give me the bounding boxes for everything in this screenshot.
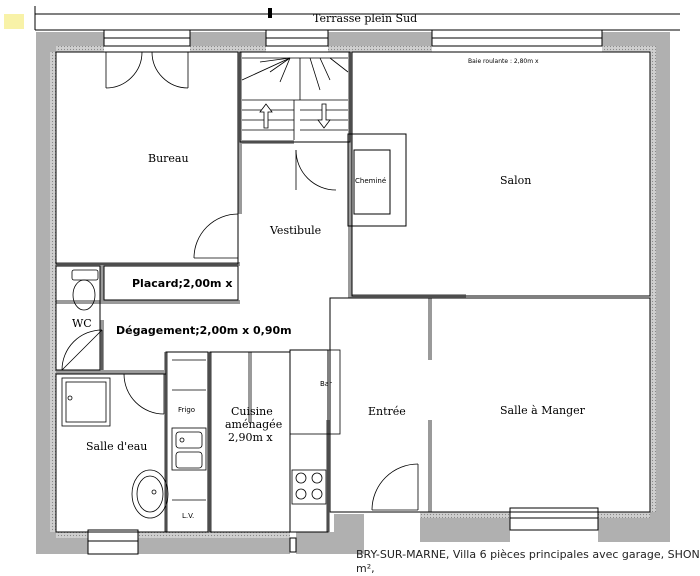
room-label-entree: Entrée <box>368 405 406 418</box>
room-label-bar: Bar <box>320 380 332 388</box>
interior-walls <box>56 52 466 532</box>
room-label-bureau: Bureau <box>148 152 189 165</box>
terrace-label: Terrasse plein Sud <box>313 12 418 25</box>
doors <box>61 51 419 511</box>
room-label-vestibule: Vestibule <box>270 224 322 237</box>
highlight-marker <box>4 14 24 29</box>
plan-caption: BRY-SUR-MARNE, Villa 6 pièces principale… <box>356 548 700 575</box>
window-label-baie: Baie roulante : 2,80m x <box>468 58 539 65</box>
caption-line-2: m², <box>356 562 375 575</box>
room-label-salle-a-manger: Salle à Manger <box>500 404 585 417</box>
staircase <box>241 57 349 140</box>
room-label-wc: WC <box>72 317 92 330</box>
caption-line-1: BRY-SUR-MARNE, Villa 6 pièces principale… <box>356 548 700 561</box>
room-label-degagement: Dégagement;2,00m x 0,90m <box>116 324 292 337</box>
interior-lines <box>55 51 651 533</box>
windows <box>87 29 603 555</box>
room-label-salle-eau: Salle d'eau <box>86 440 148 453</box>
room-label-lv: L.V. <box>182 512 195 520</box>
room-label-salon: Salon <box>500 174 532 187</box>
room-label-cuisine-2: aménagée <box>225 418 283 431</box>
room-label-cuisine-1: Cuisine <box>231 405 273 418</box>
room-label-chemine: Cheminé <box>355 177 387 185</box>
outer-walls <box>36 32 670 554</box>
room-label-frigo: Frigo <box>178 406 196 414</box>
room-label-cuisine-3: 2,90m x <box>228 431 273 444</box>
room-label-placard: Placard;2,00m x <box>132 277 233 290</box>
fixtures <box>61 269 341 519</box>
fireplace <box>347 133 407 227</box>
floor-plan <box>34 6 680 555</box>
